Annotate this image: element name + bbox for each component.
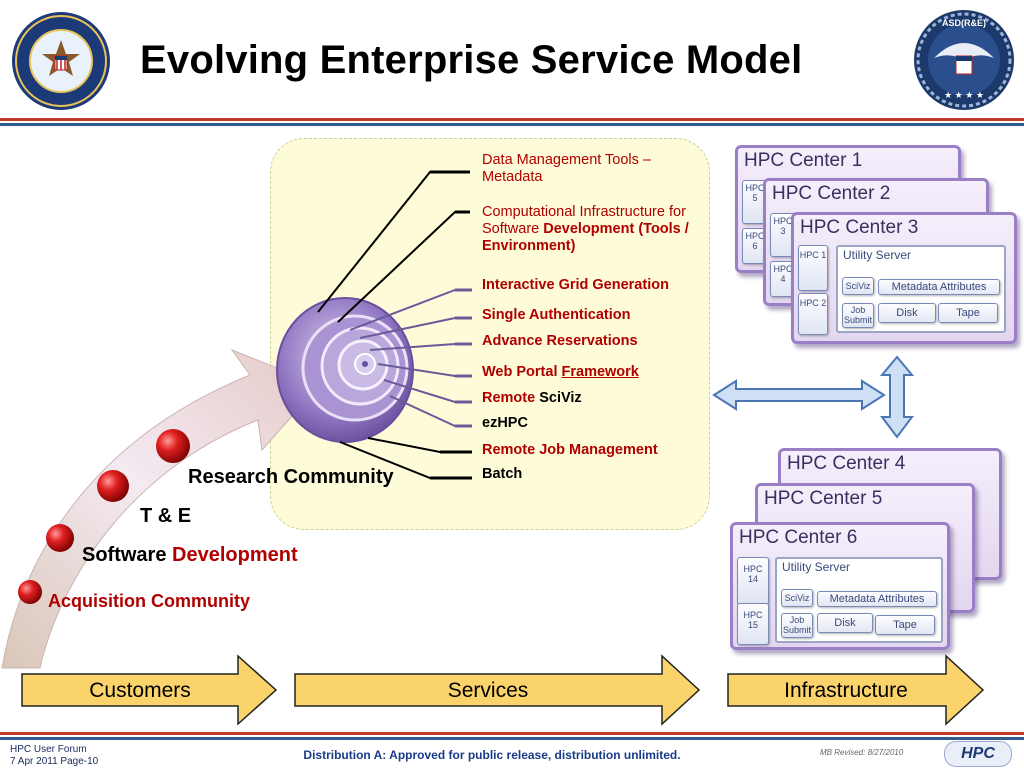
bead-research	[156, 429, 190, 463]
service-web-portal: Web Portal Framework	[482, 364, 639, 380]
asdre-seal-icon: ASD(R&E) ★ ★ ★ ★	[912, 8, 1016, 112]
community-diagram	[1, 170, 472, 669]
services-label: Services	[447, 679, 529, 702]
hpc-node: HPC 14	[737, 557, 769, 605]
utility-server: Utility Server SciViz Metadata Attribute…	[775, 557, 943, 643]
service-interactive-grid: Interactive Grid Generation	[482, 277, 669, 293]
service-data-management: Data Management Tools – Metadata	[482, 152, 652, 185]
service-single-authentication: Single Authentication	[482, 307, 631, 323]
customers-label: Customers	[89, 679, 191, 702]
services-arrow-icon	[294, 654, 701, 726]
service-batch: Batch	[482, 466, 523, 482]
service-ezhpc: ezHPC	[482, 415, 528, 431]
sciviz-box: SciViz	[842, 277, 874, 295]
double-arrow-vertical-icon	[879, 355, 915, 439]
job-submit-box: Job Submit	[781, 613, 813, 638]
hpc-node: HPC 15	[737, 603, 769, 645]
disk-box: Disk	[878, 303, 936, 323]
label-acquisition-community: Acquisition Community	[48, 591, 250, 611]
footer-forum: HPC User Forum	[10, 744, 87, 755]
tape-box: Tape	[875, 615, 935, 635]
infrastructure-arrow-icon	[727, 654, 985, 726]
infrastructure-label: Infrastructure	[784, 679, 908, 702]
utility-server: Utility Server SciViz Metadata Attribute…	[836, 245, 1006, 333]
svg-text:★ ★ ★ ★: ★ ★ ★ ★	[944, 90, 984, 100]
label-research-community: Research Community	[188, 466, 394, 488]
hpc-center-6: HPC Center 6 HPC 14 HPC 15 Utility Serve…	[730, 522, 950, 650]
header-rule-blue	[0, 123, 1024, 126]
bead-te	[97, 470, 129, 502]
footer-distribution: Distribution A: Approved for public rele…	[303, 748, 681, 762]
bottom-arrows	[21, 654, 985, 726]
label-te: T & E	[140, 505, 192, 527]
hpc-logo-icon: HPC	[944, 741, 1012, 767]
footer-rule-red	[0, 732, 1024, 735]
hpc-node: HPC 1	[798, 245, 828, 291]
footer-rule-blue	[0, 737, 1024, 740]
job-submit-box: Job Submit	[842, 303, 874, 328]
footer-revised: MB Revised: 8/27/2010	[820, 748, 904, 757]
metadata-attributes-box: Metadata Attributes	[878, 279, 1000, 295]
tape-box: Tape	[938, 303, 998, 323]
footer-date-page: 7 Apr 2011 Page-10	[10, 756, 99, 767]
header-rule-red	[0, 118, 1024, 121]
connector-arrows	[712, 355, 915, 439]
label-software-development: Software Development	[82, 544, 298, 566]
service-computational-infrastructure: Computational Infrastructure for Softwar…	[482, 204, 689, 254]
service-advance-reservations: Advance Reservations	[482, 333, 638, 349]
page-title: Evolving Enterprise Service Model	[140, 38, 803, 82]
metadata-attributes-box: Metadata Attributes	[817, 591, 937, 607]
service-remote-sciviz: Remote SciViz	[482, 390, 582, 406]
disk-box: Disk	[817, 613, 873, 633]
hpc-center-3: HPC Center 3 HPC 1 HPC 2 Utility Server …	[791, 212, 1017, 344]
svg-text:ASD(R&E): ASD(R&E)	[942, 18, 986, 28]
double-arrow-horizontal-icon	[712, 379, 886, 411]
bead-software	[46, 524, 74, 552]
dod-seal-icon	[10, 10, 112, 112]
customers-arrow-icon	[21, 654, 278, 726]
bead-acquisition	[18, 580, 42, 604]
sciviz-box: SciViz	[781, 589, 813, 607]
service-remote-job-management: Remote Job Management	[482, 442, 658, 458]
hpc-node: HPC 2	[798, 293, 828, 335]
